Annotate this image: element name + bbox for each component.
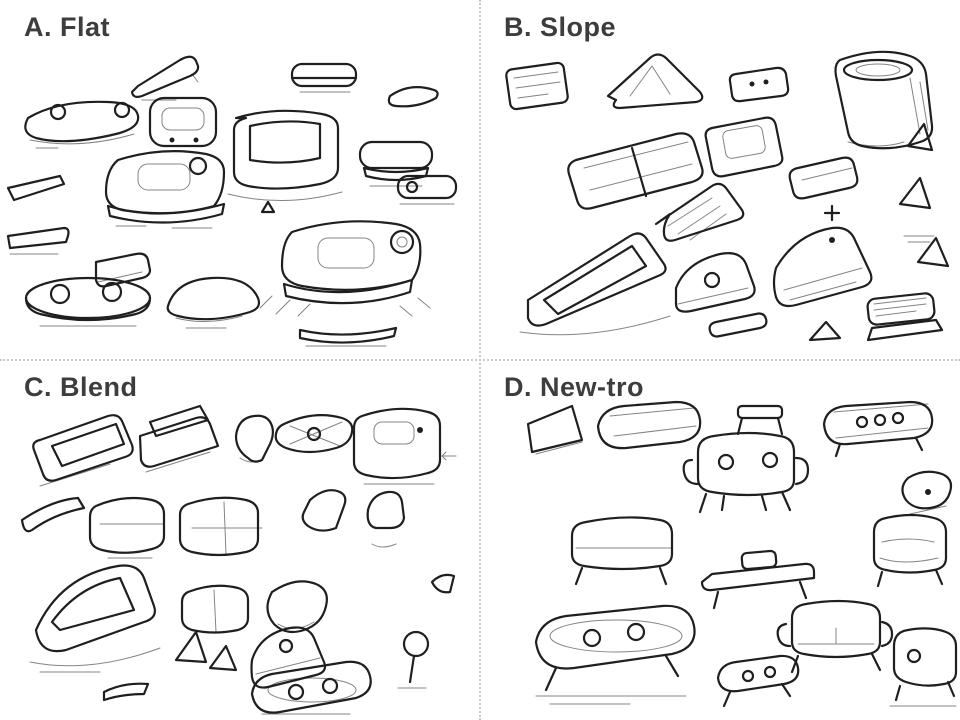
pane-pair-sketch bbox=[180, 584, 250, 634]
side-profile-sketches bbox=[6, 174, 276, 255]
flat-form-sketches-icon bbox=[6, 55, 458, 347]
four-pane-sketch bbox=[178, 496, 263, 557]
panel-slope: B. Slope bbox=[480, 0, 960, 360]
striped-slope-sketch bbox=[519, 232, 671, 336]
open-box-sketch bbox=[227, 109, 343, 202]
big-scale-sketch bbox=[259, 220, 431, 317]
armchair-sketch bbox=[872, 513, 948, 588]
sketchy-note-panel bbox=[505, 61, 569, 111]
capsule-speaker-sketch bbox=[822, 400, 934, 458]
panel-flat-label: A. Flat bbox=[24, 12, 111, 42]
newtro-form-sketches-icon bbox=[526, 400, 958, 708]
side-table-sketch bbox=[736, 404, 784, 436]
small-cube-dots-sketch bbox=[728, 66, 790, 103]
panel-flat: A. Flat bbox=[0, 0, 480, 360]
flat-speaker-sketch bbox=[24, 100, 140, 149]
pill-sofa-top-sketch bbox=[596, 400, 702, 450]
small-wedge-studies bbox=[102, 630, 238, 702]
cube-chair-sketch bbox=[889, 627, 958, 707]
cube-cluster-sketch bbox=[88, 496, 166, 559]
horizontal-divider bbox=[0, 359, 960, 361]
oval-tray-sketch bbox=[24, 276, 152, 327]
big-capsule-sketch bbox=[250, 660, 372, 715]
rounded-cube-speaker-sketch bbox=[834, 50, 934, 150]
panel-slope-label: B. Slope bbox=[504, 12, 617, 42]
soft-wedge-sketch bbox=[29, 564, 161, 673]
curved-wedge-sketch bbox=[20, 496, 86, 533]
sofa-sketch bbox=[776, 599, 894, 674]
screen-device-sketch bbox=[148, 96, 218, 148]
open-lid-sketch bbox=[138, 404, 220, 473]
loveseat-sketch bbox=[682, 431, 810, 514]
wedge-circle-sketch bbox=[674, 252, 768, 338]
small-device-sketch bbox=[396, 174, 458, 205]
panel-newtro: D. New-tro bbox=[480, 360, 960, 720]
slope-screen-sketch bbox=[704, 116, 784, 178]
rounded-pane-sketch bbox=[788, 156, 859, 222]
tilted-capsule-sketch bbox=[901, 470, 953, 515]
slope-form-sketches-icon bbox=[505, 50, 950, 342]
panel-blend: C. Blend bbox=[0, 360, 480, 720]
strapped-pill-sketch bbox=[274, 413, 354, 454]
mini-capsule-sketch bbox=[716, 654, 800, 708]
console-capsule-sketch bbox=[534, 604, 696, 705]
daybed-sketch bbox=[570, 516, 674, 586]
wedge-sketch bbox=[130, 55, 200, 101]
dome-mouse-sketch bbox=[166, 276, 261, 329]
rounded-prism-sketch bbox=[772, 226, 873, 308]
low-table-sketch bbox=[700, 549, 816, 610]
blob-stool-sketch bbox=[234, 414, 274, 463]
triangle-studies bbox=[898, 122, 950, 268]
lollipop-sketch bbox=[397, 573, 456, 689]
tent-sketch bbox=[606, 53, 704, 110]
grid-wedge-sketch bbox=[654, 182, 745, 242]
sloped-tablet-sketch bbox=[567, 132, 704, 210]
long-pill-sketch bbox=[298, 326, 398, 347]
trapezoid-panel-sketch bbox=[526, 404, 584, 455]
stacked-plates-sketch bbox=[358, 140, 434, 187]
panel-box-sketch bbox=[352, 407, 457, 485]
blend-form-sketches-icon bbox=[20, 404, 457, 715]
small-cube-sketch bbox=[94, 252, 152, 288]
beanbag-sketch bbox=[266, 580, 328, 634]
tilted-slab-sketch bbox=[32, 414, 134, 487]
radio-stand-sketch bbox=[808, 292, 944, 342]
boomerang-sketch bbox=[387, 85, 439, 108]
panel-blend-label: C. Blend bbox=[24, 372, 138, 402]
panel-newtro-label: D. New-tro bbox=[504, 372, 644, 402]
dotted-device-sketch bbox=[250, 626, 327, 689]
scale-sketch bbox=[104, 150, 226, 229]
chair-profile-sketches bbox=[301, 489, 406, 548]
bench-pill-sketch bbox=[290, 62, 358, 93]
